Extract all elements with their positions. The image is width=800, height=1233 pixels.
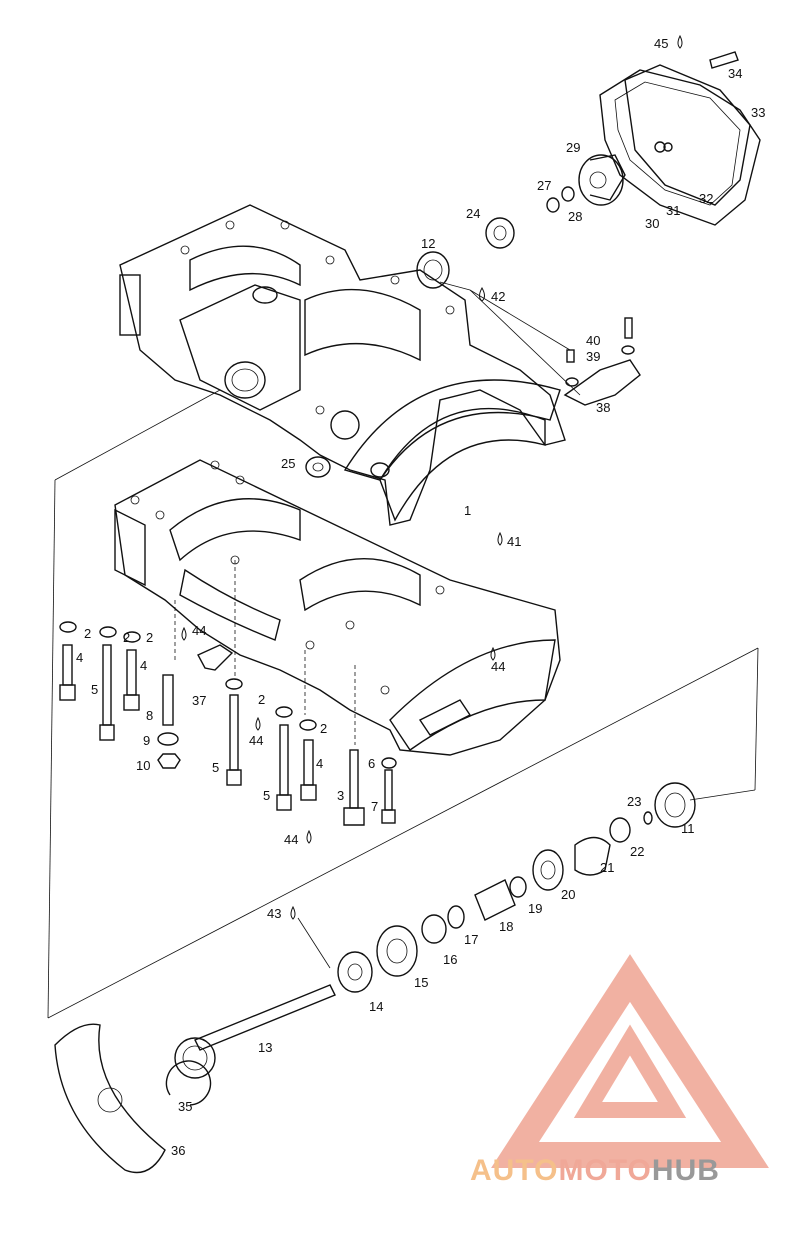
oil-pump-bracket (563, 317, 641, 406)
callout-2d: 2 (258, 692, 265, 707)
callout-7: 7 (371, 799, 378, 814)
callout-16: 16 (443, 952, 457, 967)
callout-18: 18 (499, 919, 513, 934)
callout-21: 21 (600, 860, 614, 875)
callout-labels: 45 34 33 29 27 28 30 31 32 24 12 42 40 3… (76, 36, 765, 1158)
callout-14: 14 (369, 999, 383, 1014)
callout-32: 32 (699, 191, 713, 206)
callout-5a: 5 (91, 682, 98, 697)
callout-4a: 4 (76, 650, 83, 665)
callout-20: 20 (561, 887, 575, 902)
callout-2c: 2 (146, 630, 153, 645)
callout-10: 10 (136, 758, 150, 773)
callout-41: 41 (507, 534, 521, 549)
callout-25: 25 (281, 456, 295, 471)
callout-35: 35 (178, 1099, 192, 1114)
watermark-inner-mark (573, 1024, 687, 1118)
valve-cover-assembly (416, 51, 761, 289)
watermark-text: AUTOMOTOHUB (470, 1154, 720, 1187)
fasteners (59, 621, 397, 826)
callout-45: 45 (654, 36, 668, 51)
callout-28: 28 (568, 209, 582, 224)
drop-icon (255, 716, 261, 731)
callout-13: 13 (258, 1040, 272, 1055)
callout-3: 3 (337, 788, 344, 803)
callout-33: 33 (751, 105, 765, 120)
callout-43: 43 (267, 906, 281, 921)
callout-17: 17 (464, 932, 478, 947)
callout-15: 15 (414, 975, 428, 990)
callout-12: 12 (421, 236, 435, 251)
callout-44d: 44 (284, 832, 298, 847)
callout-44b: 44 (249, 733, 263, 748)
drop-icon (497, 531, 503, 546)
callout-34: 34 (728, 66, 742, 81)
callout-44a: 44 (192, 623, 206, 638)
callout-27: 27 (537, 178, 551, 193)
callout-29: 29 (566, 140, 580, 155)
callout-39: 39 (586, 349, 600, 364)
watermark-triangle-mark (491, 954, 769, 1168)
callout-6: 6 (368, 756, 375, 771)
callout-5b: 5 (212, 760, 219, 775)
watermark-text-auto: AUTO (470, 1154, 558, 1187)
drop-icon (479, 286, 485, 302)
drop-icon (490, 646, 496, 661)
callout-36: 36 (171, 1143, 185, 1158)
callout-24: 24 (466, 206, 480, 221)
callout-2a: 2 (84, 626, 91, 641)
drop-icon (290, 905, 296, 920)
drive-shaft-stack (54, 782, 696, 1174)
callout-38: 38 (596, 400, 610, 415)
callout-4b: 4 (140, 658, 147, 673)
callout-11: 11 (681, 821, 695, 836)
callout-1: 1 (464, 503, 471, 518)
callout-23: 23 (627, 794, 641, 809)
callout-44c: 44 (491, 659, 505, 674)
callout-2b: 2 (123, 630, 130, 645)
callout-5c: 5 (263, 788, 270, 803)
callout-2e: 2 (320, 721, 327, 736)
callout-37: 37 (192, 693, 206, 708)
watermark-logo: AUTOMOTOHUB (470, 954, 769, 1187)
upper-crankcase (119, 204, 566, 526)
callout-42: 42 (491, 289, 505, 304)
lower-crankcase (114, 459, 561, 756)
drop-icon (181, 626, 187, 641)
callout-4c: 4 (316, 756, 323, 771)
lubricant-drop-markers (181, 34, 683, 920)
callout-30: 30 (645, 216, 659, 231)
callout-9: 9 (143, 733, 150, 748)
watermark-text-moto: MOTO (558, 1154, 651, 1187)
drop-icon (306, 829, 312, 844)
callout-22: 22 (630, 844, 644, 859)
flow-fitting-25 (305, 456, 331, 478)
callout-19: 19 (528, 901, 542, 916)
callout-8: 8 (146, 708, 153, 723)
callout-40: 40 (586, 333, 600, 348)
reference-lines (47, 281, 759, 1019)
callout-31: 31 (666, 203, 680, 218)
drop-icon (677, 34, 683, 49)
watermark-text-hub: HUB (652, 1154, 720, 1187)
